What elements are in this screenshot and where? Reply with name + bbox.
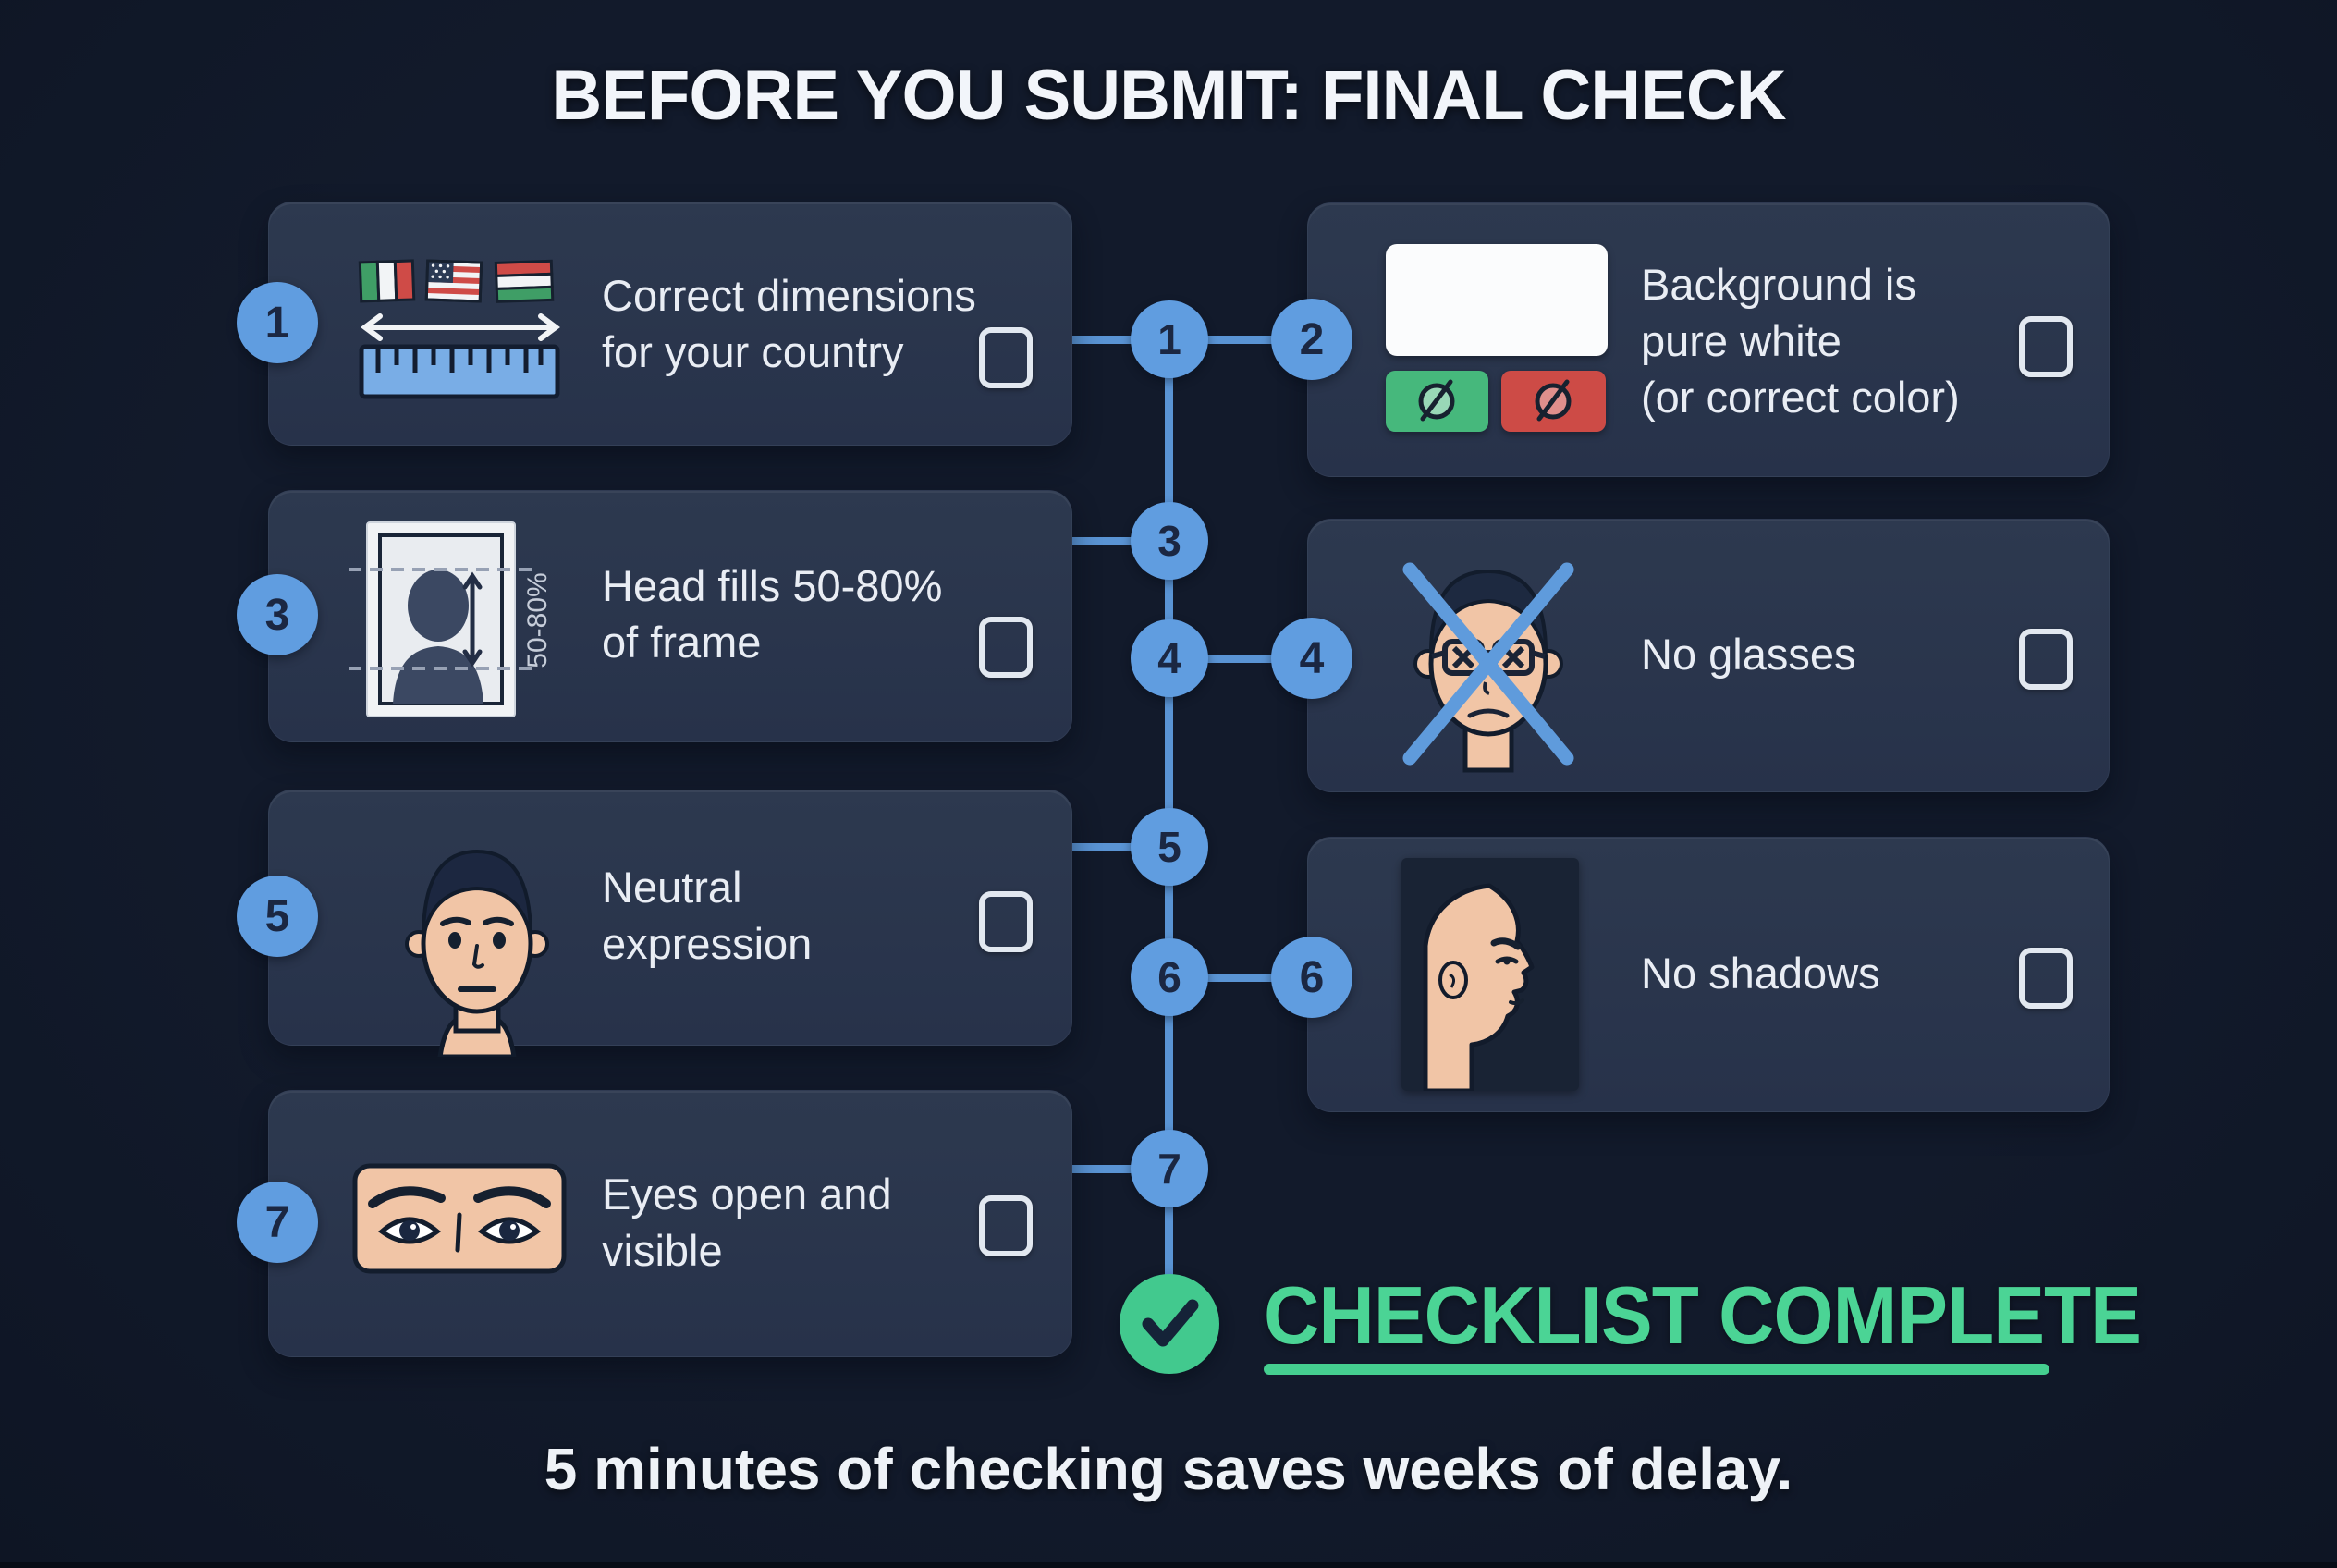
card6-label: No shadows xyxy=(1641,949,1880,998)
badge-step-2: 2 xyxy=(1271,299,1352,380)
timeline-node-3: 3 xyxy=(1131,502,1208,580)
timeline-node-6: 6 xyxy=(1131,938,1208,1016)
connector-node6 xyxy=(1169,974,1312,982)
timeline-node-5: 5 xyxy=(1131,808,1208,886)
connector-card1 xyxy=(1065,336,1169,344)
complete-underline xyxy=(1264,1364,2049,1375)
checklist-complete-label: CHECKLIST COMPLETE xyxy=(1264,1269,2142,1361)
wrong-color-red-swatch xyxy=(1501,371,1606,432)
timeline-node-4: 4 xyxy=(1131,619,1208,697)
width-arrow-icon xyxy=(361,313,560,341)
checkbox-item-1[interactable] xyxy=(979,327,1033,388)
badge-step-3: 3 xyxy=(237,574,318,655)
tagline: 5 minutes of checking saves weeks of del… xyxy=(544,1436,1793,1502)
card-head-fills-frame: 50-80% Head fills 50-80% of frame xyxy=(268,490,1072,742)
checkbox-item-7[interactable] xyxy=(979,1195,1033,1256)
complete-check-circle xyxy=(1120,1274,1219,1374)
flags-ruler-icon xyxy=(358,259,560,399)
card4-label: No glasses xyxy=(1641,630,1856,679)
checkbox-item-5[interactable] xyxy=(979,891,1033,952)
card1-label-line2: for your country xyxy=(602,327,904,376)
eyes-icon xyxy=(352,1163,567,1274)
card2-label-line3: (or correct color) xyxy=(1641,373,1960,422)
badge-step-1: 1 xyxy=(237,282,318,363)
card7-label-line1: Eyes open and xyxy=(602,1170,892,1219)
cross-out-x-icon xyxy=(1402,562,1574,766)
bottom-edge xyxy=(0,1562,2337,1568)
card7-label-line2: visible xyxy=(602,1226,723,1275)
badge-step-7: 7 xyxy=(237,1182,318,1263)
card3-label-line1: Head fills 50-80% xyxy=(602,561,943,610)
page-title: BEFORE YOU SUBMIT: FINAL CHECK xyxy=(551,56,1786,135)
connector-card7 xyxy=(1065,1165,1169,1173)
card-no-shadows: No shadows xyxy=(1307,837,2110,1112)
card1-label-line1: Correct dimensions xyxy=(602,271,976,320)
connector-node2 xyxy=(1169,336,1312,344)
wrong-color-green-swatch xyxy=(1386,371,1488,432)
no-glasses-face-icon xyxy=(1402,562,1574,773)
card2-label-line2: pure white xyxy=(1641,316,1841,365)
checkbox-item-2[interactable] xyxy=(2019,316,2073,377)
connector-card5 xyxy=(1065,843,1169,851)
connector-card3 xyxy=(1065,537,1169,545)
checkbox-item-3[interactable] xyxy=(979,617,1033,678)
neutral-face-icon xyxy=(405,849,549,1057)
badge-step-4: 4 xyxy=(1271,618,1352,699)
checkbox-item-6[interactable] xyxy=(2019,948,2073,1009)
guide-dashes xyxy=(349,568,533,670)
card-correct-dimensions: Correct dimensions for your country xyxy=(268,202,1072,446)
card-background-white: Background is pure white (or correct col… xyxy=(1307,202,2110,477)
head-range-annotation: 50-80% xyxy=(522,572,553,668)
timeline-node-1: 1 xyxy=(1131,300,1208,378)
no-symbol-icon xyxy=(1535,379,1572,422)
card3-label-line2: of frame xyxy=(602,618,762,667)
badge-step-6: 6 xyxy=(1271,937,1352,1018)
badge-step-5: 5 xyxy=(237,876,318,957)
card5-label-line1: Neutral xyxy=(602,863,742,912)
card2-label-line1: Background is xyxy=(1641,260,1916,309)
card-eyes-open: Eyes open and visible xyxy=(268,1090,1072,1357)
card5-label-line2: expression xyxy=(602,919,813,968)
white-swatch xyxy=(1386,244,1608,356)
head-silhouette xyxy=(393,570,483,704)
checkmark-icon xyxy=(1142,1299,1199,1347)
card-neutral-expression: Neutral expression xyxy=(268,790,1072,1057)
profile-face-icon xyxy=(1401,858,1579,1091)
head-frame-icon: 50-80% xyxy=(349,521,553,717)
height-arrow-icon xyxy=(462,571,483,668)
checkbox-item-4[interactable] xyxy=(2019,629,2073,690)
connector-node4 xyxy=(1169,655,1312,663)
no-symbol-icon xyxy=(1418,379,1455,422)
card-no-glasses: No glasses xyxy=(1307,519,2110,792)
ruler-icon xyxy=(359,344,560,399)
timeline-node-7: 7 xyxy=(1131,1130,1208,1207)
